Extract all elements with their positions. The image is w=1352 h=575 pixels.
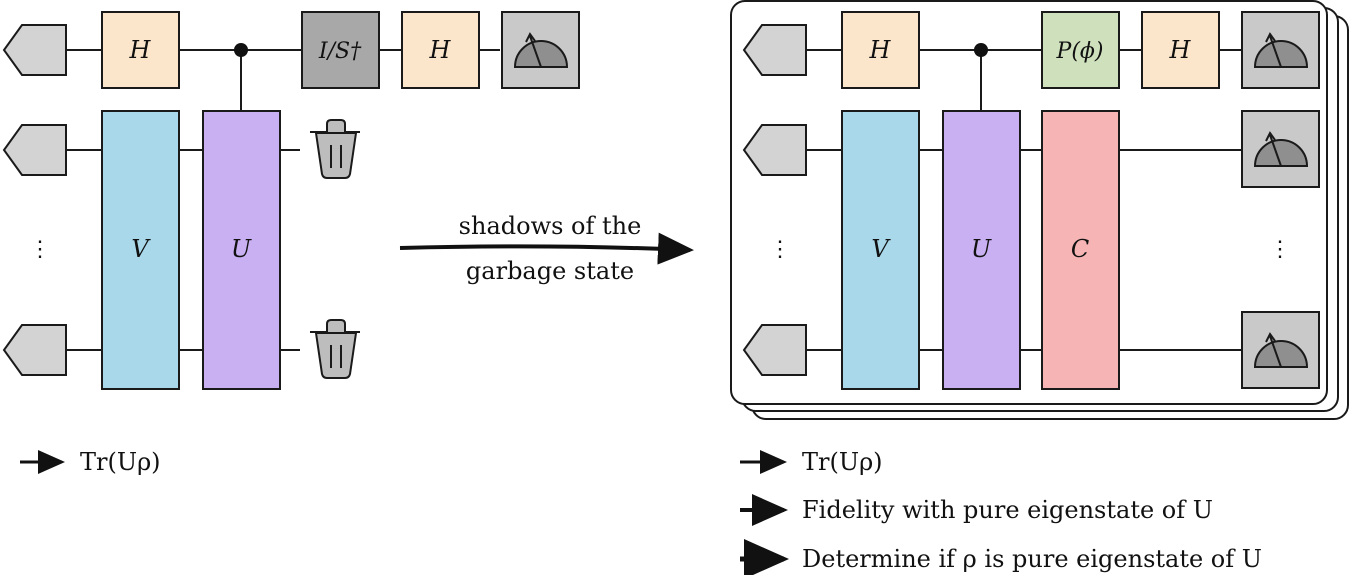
right-circuit: ⋮ H V U P(ϕ) C H [730,0,1349,420]
right-phase-label: P(ϕ) [1056,39,1104,64]
trash-icon [310,119,360,179]
right-hadamard-label-1: H [869,36,892,64]
arrow-label-line2: garbage state [466,257,634,285]
right-phase-gate [1041,11,1120,89]
shadow-arrow: shadows of the garbage state [399,212,694,285]
left-u-label: U [231,235,252,263]
arrow-label-line1: shadows of the [459,212,642,240]
right-vdots-left: ⋮ [769,237,791,262]
right-u-label: U [971,235,992,263]
right-control-dot [974,43,988,57]
left-hadamard-gate-1 [101,11,180,89]
left-control-dot [234,43,248,57]
right-c-label: C [1071,235,1089,263]
left-sdagger-label: I/S† [318,39,362,64]
input-state-icon [2,324,67,376]
right-output-trace: Tr(Uρ) [802,448,883,476]
input-state-icon [742,124,807,176]
left-output-trace: Tr(Uρ) [80,448,161,476]
right-vdots-right: ⋮ [1269,237,1291,262]
left-circuit: ⋮ H V U I/S† H [2,11,580,390]
input-state-icon [742,24,807,76]
left-measurement-icon [501,11,580,89]
right-v-block [841,110,920,390]
left-vdots: ⋮ [29,237,51,262]
right-measurement-icon [1241,110,1320,188]
input-state-icon [742,324,807,376]
right-hadamard-label-2: H [1169,36,1192,64]
right-output-determine: Determine if ρ is pure eigenstate of U [802,545,1262,573]
left-hadamard-gate-2 [401,11,480,89]
right-v-label: V [871,235,891,263]
left-hadamard-label-1: H [129,36,152,64]
left-v-block [101,110,180,390]
left-sdagger-gate [301,11,380,89]
left-v-label: V [131,235,151,263]
left-outputs: Tr(Uρ) [20,448,161,476]
input-state-icon [2,24,67,76]
arrow-line [399,232,694,265]
right-measurement-icon [1241,311,1320,389]
right-hadamard-gate-1 [841,11,920,89]
right-measurement-icon [1241,11,1320,89]
left-hadamard-label-2: H [429,36,452,64]
right-outputs: Tr(Uρ) Fidelity with pure eigenstate of … [740,448,1262,575]
right-u-block [942,110,1021,390]
right-hadamard-gate-2 [1141,11,1220,89]
right-c-block [1041,110,1120,390]
right-output-fidelity: Fidelity with pure eigenstate of U [802,496,1213,524]
input-state-icon [2,124,67,176]
left-u-block [202,110,281,390]
stack-frame-front [730,0,1328,405]
trash-icon [310,319,360,379]
